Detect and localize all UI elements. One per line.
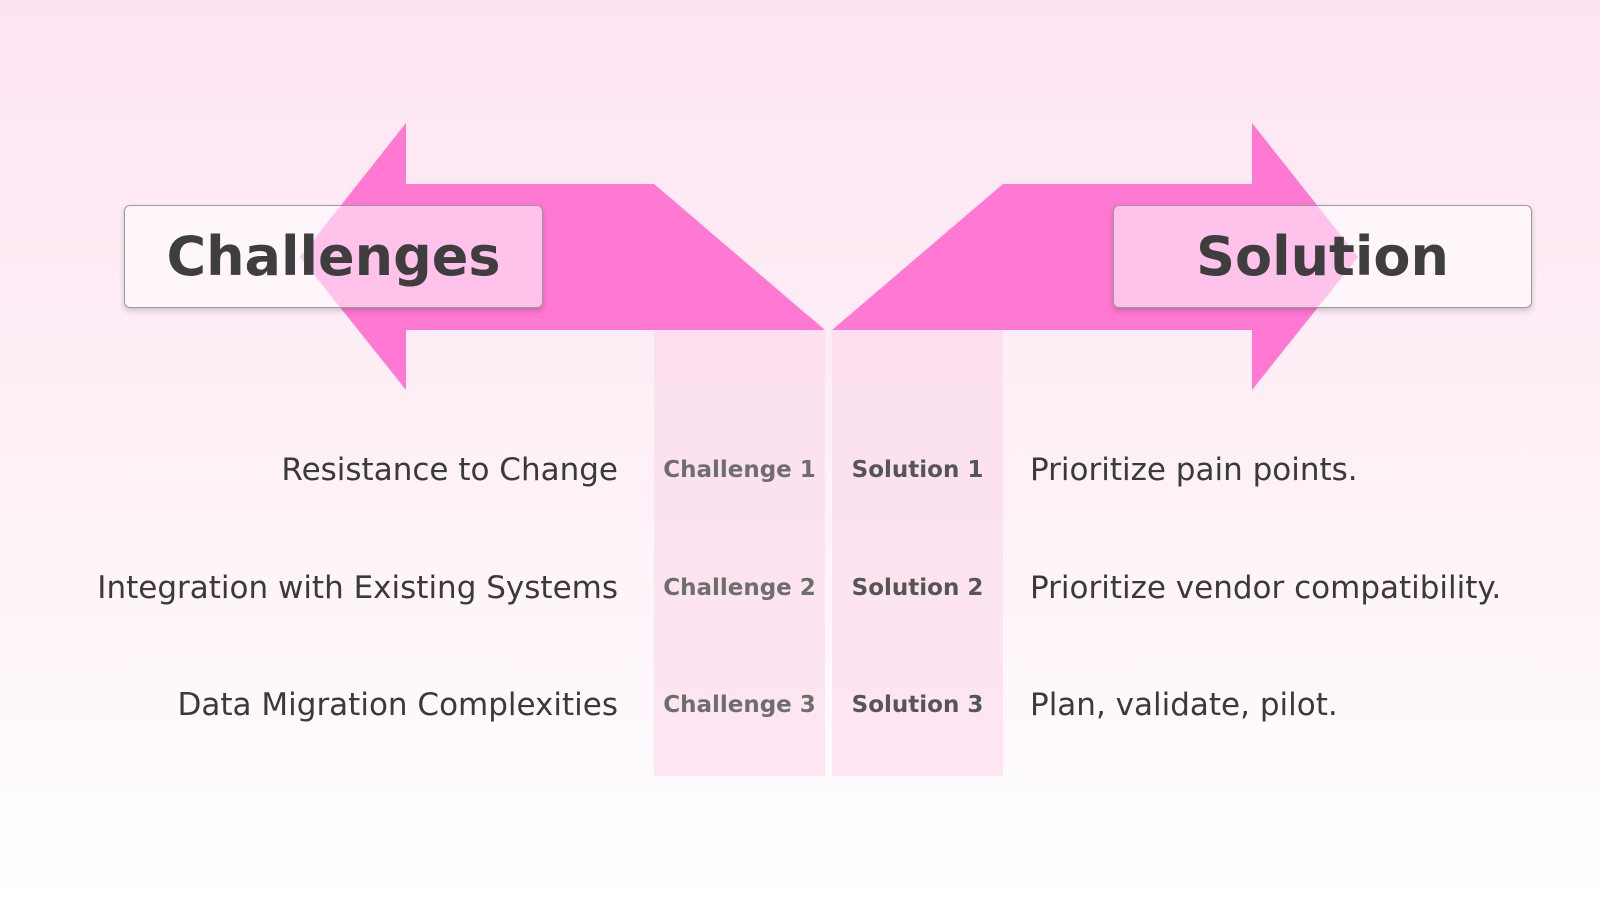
solution-item: Prioritize vendor compatibility.	[1030, 570, 1502, 606]
solution-tag: Solution 1	[851, 457, 984, 483]
challenge-item: Integration with Existing Systems	[97, 570, 618, 606]
challenge-item: Data Migration Complexities	[177, 687, 618, 723]
solution-tag: Solution 3	[851, 692, 984, 718]
solution-column-band	[832, 330, 1003, 776]
solution-title: Solution	[1196, 225, 1449, 288]
challenge-tag: Challenge 2	[663, 575, 816, 601]
solution-title-box: Solution	[1113, 205, 1532, 308]
challenges-title: Challenges	[166, 225, 501, 288]
challenges-title-box: Challenges	[124, 205, 543, 308]
solution-item: Plan, validate, pilot.	[1030, 687, 1338, 723]
left-arrow-shape	[300, 123, 825, 390]
right-arrow-shape	[832, 123, 1358, 390]
challenge-item: Resistance to Change	[281, 452, 618, 488]
challenge-tag: Challenge 1	[663, 457, 816, 483]
solution-tag: Solution 2	[851, 575, 984, 601]
challenge-column-band	[654, 330, 825, 776]
challenge-tag: Challenge 3	[663, 692, 816, 718]
solution-item: Prioritize pain points.	[1030, 452, 1358, 488]
